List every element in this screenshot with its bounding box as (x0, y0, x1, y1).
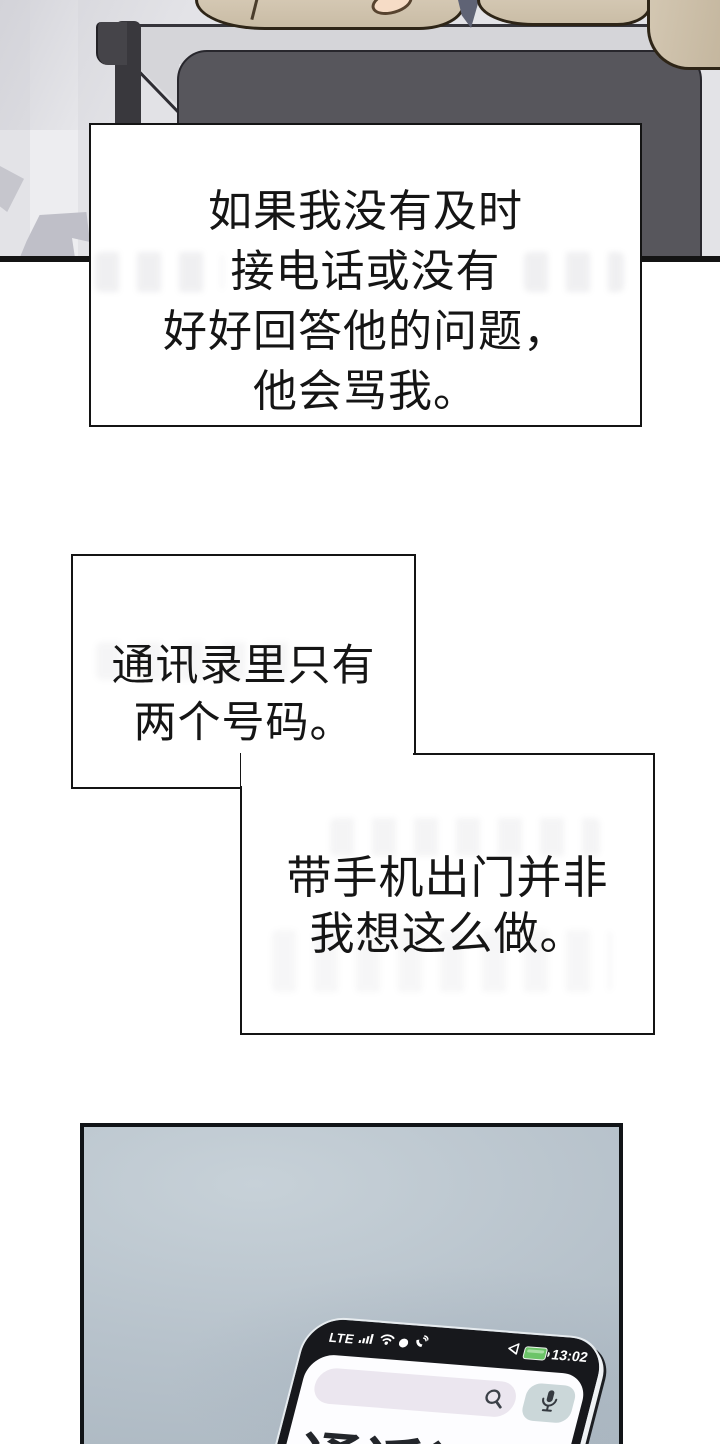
narration-line: 我想这么做。 (309, 908, 586, 959)
search-icon (479, 1387, 508, 1415)
erased-text-ghost (272, 930, 612, 992)
signal-bars-icon (357, 1330, 377, 1349)
headboard-rail-left (135, 52, 179, 128)
phone-status-bar: LTE 13:02 (327, 1326, 591, 1368)
erased-text-ghost (96, 642, 296, 680)
narration-line: 接电话或没有 (230, 247, 501, 296)
data-saver-triangle-icon (504, 1342, 522, 1361)
erased-text-ghost (524, 252, 624, 292)
notification-dot-icon (398, 1337, 410, 1348)
search-row (310, 1366, 579, 1424)
erased-text-ghost (330, 818, 600, 856)
narration-text-2: 通讯录里只有 两个号码。 (71, 638, 416, 752)
narration-text-1: 如果我没有及时 接电话或没有 好好回答他的问题， 他会骂我。 (89, 182, 642, 422)
narration-text-3: 带手机出门并非 我想这么做。 (240, 850, 655, 962)
carrier-label: LTE (327, 1329, 357, 1347)
narration-line: 两个号码。 (133, 699, 354, 747)
microphone-icon (536, 1388, 562, 1418)
bed-post-cap (96, 22, 127, 65)
narration-line: 如果我没有及时 (208, 187, 523, 236)
narration-box-2 (71, 554, 416, 789)
call-forward-icon (411, 1334, 430, 1353)
narration-line: 通讯录里只有 (111, 642, 376, 690)
phone-screen: 通话记录 (247, 1353, 590, 1444)
sheet-fold-small (0, 166, 24, 212)
blanket-fold-middle (477, 0, 651, 26)
erased-text-ghost (95, 252, 223, 292)
blanket-fold-right (647, 0, 720, 70)
narration-line: 带手机出门并非 (286, 852, 609, 903)
voice-search-button[interactable] (519, 1382, 579, 1424)
sheet-fold-large (18, 212, 90, 262)
box-union-patch (241, 752, 413, 786)
narration-box-1 (89, 123, 642, 427)
search-input[interactable] (310, 1367, 520, 1419)
smartphone: LTE 13:02 (236, 1314, 610, 1444)
phone-photo-panel: LTE 13:02 (80, 1123, 623, 1444)
narration-line: 他会骂我。 (253, 367, 478, 416)
wifi-icon (377, 1332, 397, 1351)
clock-time: 13:02 (549, 1346, 590, 1365)
narration-line: 好好回答他的问题， (163, 307, 568, 356)
battery-icon (522, 1345, 549, 1361)
narration-box-3 (240, 753, 655, 1035)
blanket-fold-left (195, 0, 465, 30)
